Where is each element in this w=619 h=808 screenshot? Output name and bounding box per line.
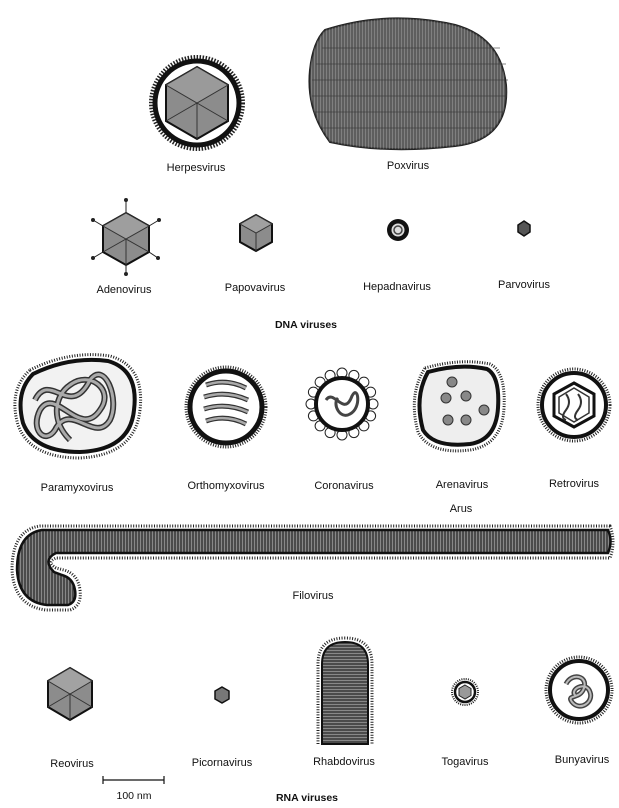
hepadnavirus-particle [387, 219, 409, 241]
retrovirus-particle [538, 369, 610, 441]
papovavirus-particle [240, 215, 272, 251]
label-picornavirus: Picornavirus [192, 757, 253, 770]
togavirus-particle [452, 679, 478, 705]
label-parvovirus: Parvovirus [498, 279, 550, 292]
label-coronavirus: Coronavirus [314, 480, 373, 493]
coronavirus-particle [306, 368, 378, 440]
label-bunyavirus: Bunyavirus [555, 754, 609, 767]
label-paramyxovirus: Paramyxovirus [41, 482, 114, 495]
paramyxovirus-particle [15, 355, 141, 458]
label-reovirus: Reovirus [50, 758, 93, 771]
label-papovavirus: Papovavirus [225, 282, 286, 295]
bunyavirus-particle [546, 657, 612, 723]
label-herpesvirus: Herpesvirus [167, 162, 226, 175]
parvovirus-particle [518, 221, 530, 236]
rhabdovirus-particle [318, 638, 372, 744]
scale-bar-label: 100 nm [116, 790, 151, 802]
adenovirus-particle [91, 198, 161, 276]
label-rhabdovirus: Rhabdovirus [313, 756, 375, 769]
label-togavirus: Togavirus [441, 756, 488, 769]
section-label-dna-viruses: DNA viruses [275, 319, 337, 331]
herpesvirus-particle [151, 57, 243, 149]
label-hepadnavirus: Hepadnavirus [363, 281, 431, 294]
label-arus: Arus [450, 503, 473, 516]
label-orthomyxovirus: Orthomyxovirus [187, 480, 264, 493]
arenavirus-particle [414, 362, 504, 451]
section-label-rna-viruses: RNA viruses [276, 792, 338, 804]
label-arenavirus: Arenavirus [436, 479, 489, 492]
label-retrovirus: Retrovirus [549, 478, 599, 491]
label-filovirus: Filovirus [293, 590, 334, 603]
label-adenovirus: Adenovirus [96, 284, 151, 297]
poxvirus-particle [309, 18, 508, 149]
picornavirus-particle [215, 687, 229, 703]
label-poxvirus: Poxvirus [387, 160, 429, 173]
reovirus-particle [48, 668, 92, 720]
orthomyxovirus-particle [186, 367, 266, 447]
scale-bar [103, 776, 164, 784]
